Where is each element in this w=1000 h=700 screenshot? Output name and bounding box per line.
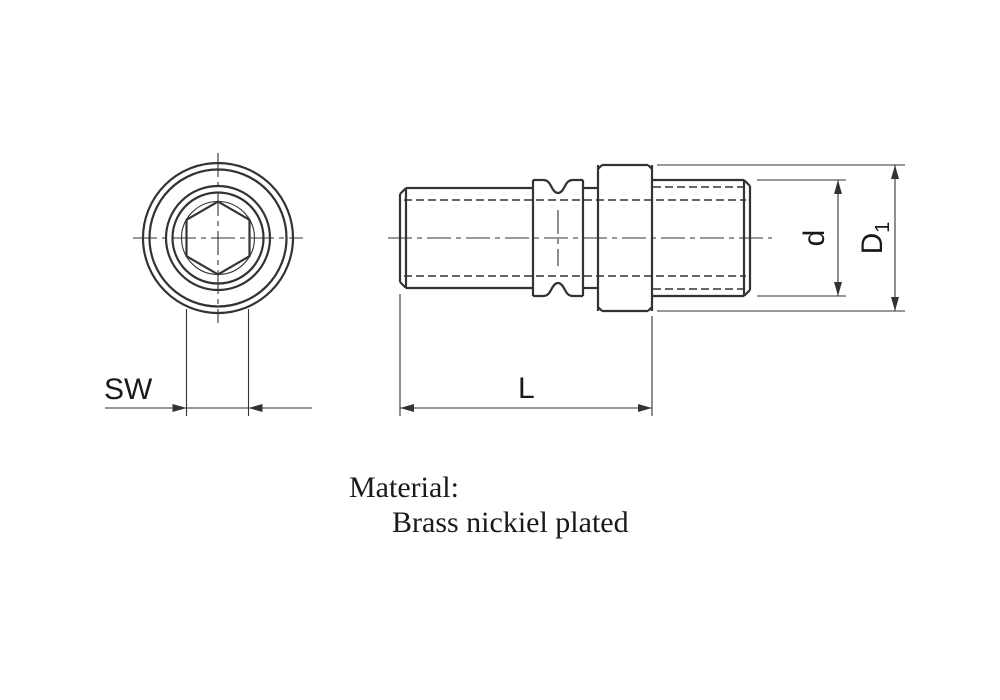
material-title: Material: [349, 471, 459, 504]
d1-arrow-bottom [891, 297, 899, 311]
side-view [388, 163, 772, 313]
d-label: d [798, 230, 831, 247]
l-dimension: L [399, 294, 653, 416]
outer-rim-circle [148, 168, 288, 308]
outer-diameter-circle [141, 161, 295, 315]
d1-label-base: D [856, 233, 889, 255]
sw-arrow-right [248, 404, 263, 412]
d1-label-subscript: 1 [872, 222, 894, 233]
l-arrow-left [400, 404, 414, 412]
collar-circle [164, 184, 272, 292]
l-arrow-right [638, 404, 652, 412]
coupling-groove-collar [531, 178, 598, 298]
d1-dimension: D1 [657, 164, 905, 312]
d-arrow-top [834, 180, 842, 194]
sw-arrow-left [172, 404, 187, 412]
plug-stem [398, 186, 533, 290]
counterbore-circle [171, 191, 265, 285]
hex-socket [185, 200, 251, 276]
material-note: Material: Brass nickiel plated [349, 471, 629, 539]
sw-label: SW [104, 373, 153, 406]
d1-arrow-top [891, 165, 899, 179]
l-label: L [518, 372, 535, 405]
d-arrow-bottom [834, 282, 842, 296]
hex-flange [596, 163, 654, 313]
sw-dimension: SW [104, 309, 312, 416]
d-dimension: d [757, 179, 846, 297]
material-value: Brass nickiel plated [392, 506, 629, 539]
front-view [133, 153, 303, 323]
internal-bore [404, 199, 746, 277]
d1-label: D1 [856, 222, 894, 255]
